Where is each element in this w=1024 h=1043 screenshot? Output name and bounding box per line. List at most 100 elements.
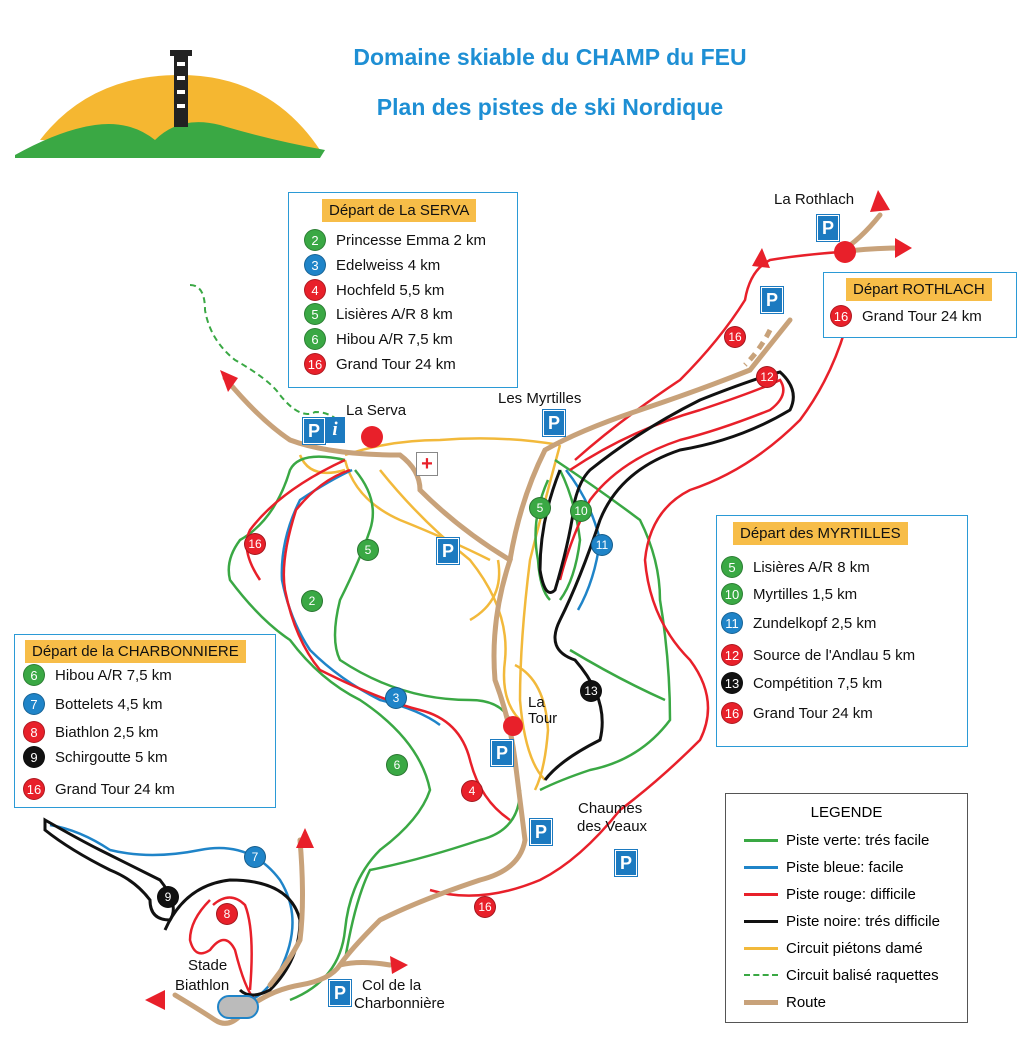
parking-icon: P [614, 849, 638, 877]
box-serva-title: Départ de La SERVA [322, 199, 477, 222]
trail-label: Schirgoutte 5 km [55, 748, 168, 766]
legend-item: Piste noire: trés difficile [744, 911, 940, 931]
trail-marker: 3 [385, 687, 407, 709]
trail-number-badge: 13 [721, 672, 743, 694]
trail-label: Grand Tour 24 km [753, 704, 873, 722]
list-item: 6 Hibou A/R 7,5 km [23, 664, 172, 686]
trail-marker: 16 [724, 326, 746, 348]
list-item: 16 Grand Tour 24 km [304, 353, 456, 375]
parking-icon: P [328, 979, 352, 1007]
trail-label: Grand Tour 24 km [55, 780, 175, 798]
trail-marker: 6 [386, 754, 408, 776]
list-item: 4 Hochfeld 5,5 km [304, 279, 444, 301]
trail-number-badge: 6 [304, 328, 326, 350]
box-myrtilles-title: Départ des MYRTILLES [733, 522, 908, 545]
legend-item: Circuit piétons damé [744, 938, 923, 958]
parking-icon: P [816, 214, 840, 242]
legend-item: Piste rouge: difficile [744, 884, 916, 904]
trail-label: Compétition 7,5 km [753, 674, 883, 692]
box-rothlach: Départ ROTHLACH 16 Grand Tour 24 km [823, 272, 1017, 338]
trail-number-badge: 5 [721, 556, 743, 578]
place-la-tour-line1: La [528, 694, 545, 711]
legend-swatch-dashed-green [744, 974, 778, 976]
trail-label: Biathlon 2,5 km [55, 723, 159, 741]
legend-label: Circuit piétons damé [786, 939, 923, 957]
trail-marker: 5 [357, 539, 379, 561]
trail-label: Zundelkopf 2,5 km [753, 614, 877, 632]
list-item: 13 Compétition 7,5 km [721, 672, 882, 694]
place-chaumes-line2: des Veaux [577, 818, 648, 835]
legend-item: Piste bleue: facile [744, 857, 904, 877]
trail-number-badge: 7 [23, 693, 45, 715]
trail-label: Myrtilles 1,5 km [753, 585, 858, 603]
trail-marker: 16 [244, 533, 266, 555]
trail-number-badge: 16 [304, 353, 326, 375]
snowshoe-circuit [189, 284, 346, 431]
place-stade-line1: Stade [188, 957, 228, 974]
trail-label: Hochfeld 5,5 km [336, 281, 445, 299]
trail-marker: 2 [301, 590, 323, 612]
parking-icon: P [529, 818, 553, 846]
trail-marker: 11 [591, 534, 613, 556]
legend-label: Circuit balisé raquettes [786, 966, 939, 984]
list-item: 9 Schirgoutte 5 km [23, 746, 168, 768]
trail-number-badge: 2 [304, 229, 326, 251]
map-subtitle: Plan des pistes de ski Nordique [376, 94, 724, 120]
trail-label: Grand Tour 24 km [862, 307, 982, 325]
trail-marker: 13 [580, 680, 602, 702]
trail-number-badge: 5 [304, 303, 326, 325]
list-item: 5 Lisières A/R 8 km [721, 556, 870, 578]
trail-marker: 8 [216, 903, 238, 925]
info-icon: i [325, 417, 345, 443]
trail-number-badge: 4 [304, 279, 326, 301]
trail-marker: 16 [474, 896, 496, 918]
trail-marker: 9 [157, 886, 179, 908]
place-col-line1: Col de la [362, 977, 422, 994]
list-item: 8 Biathlon 2,5 km [23, 721, 158, 743]
box-rothlach-title: Départ ROTHLACH [846, 278, 992, 301]
legend-item: Circuit balisé raquettes [744, 965, 939, 985]
trail-label: Edelweiss 4 km [336, 256, 441, 274]
trail-number-badge: 16 [721, 702, 743, 724]
trail-label: Grand Tour 24 km [336, 355, 456, 373]
legend-swatch-green [744, 838, 778, 842]
trail-number-badge: 16 [830, 305, 852, 327]
trail-marker: 7 [244, 846, 266, 868]
trail-number-badge: 6 [23, 664, 45, 686]
parking-icon: P [542, 409, 566, 437]
list-item: 16 Grand Tour 24 km [830, 305, 982, 327]
first-aid-icon: + [416, 452, 438, 476]
trail-label: Lisières A/R 8 km [753, 558, 870, 576]
legend-label: Piste verte: trés facile [786, 831, 930, 849]
legend-label: Piste rouge: difficile [786, 885, 916, 903]
place-stade-line2: Biathlon [175, 977, 230, 994]
trail-label: Lisières A/R 8 km [336, 305, 453, 323]
trail-number-badge: 9 [23, 746, 45, 768]
legend-swatch-black [744, 919, 778, 923]
list-item: 6 Hibou A/R 7,5 km [304, 328, 453, 350]
trail-marker: 12 [756, 366, 778, 388]
legend-item: Route [744, 992, 826, 1012]
list-item: 7 Bottelets 4,5 km [23, 693, 163, 715]
legend-item: Piste verte: trés facile [744, 830, 929, 850]
place-les-myrtilles: Les Myrtilles [498, 390, 582, 407]
legend-title: LEGENDE [810, 804, 883, 821]
trail-label: Bottelets 4,5 km [55, 695, 163, 713]
legend-swatch-red [744, 892, 778, 896]
trail-marker: 4 [461, 780, 483, 802]
logo [15, 50, 325, 158]
legend-label: Piste noire: trés difficile [786, 912, 940, 930]
trail-label: Hibou A/R 7,5 km [336, 330, 453, 348]
place-chaumes-line1: Chaumes [578, 800, 643, 817]
trail-label: Hibou A/R 7,5 km [55, 666, 172, 684]
place-la-tour-line2: Tour [528, 710, 558, 727]
trail-number-badge: 8 [23, 721, 45, 743]
parking-icon: P [436, 537, 460, 565]
